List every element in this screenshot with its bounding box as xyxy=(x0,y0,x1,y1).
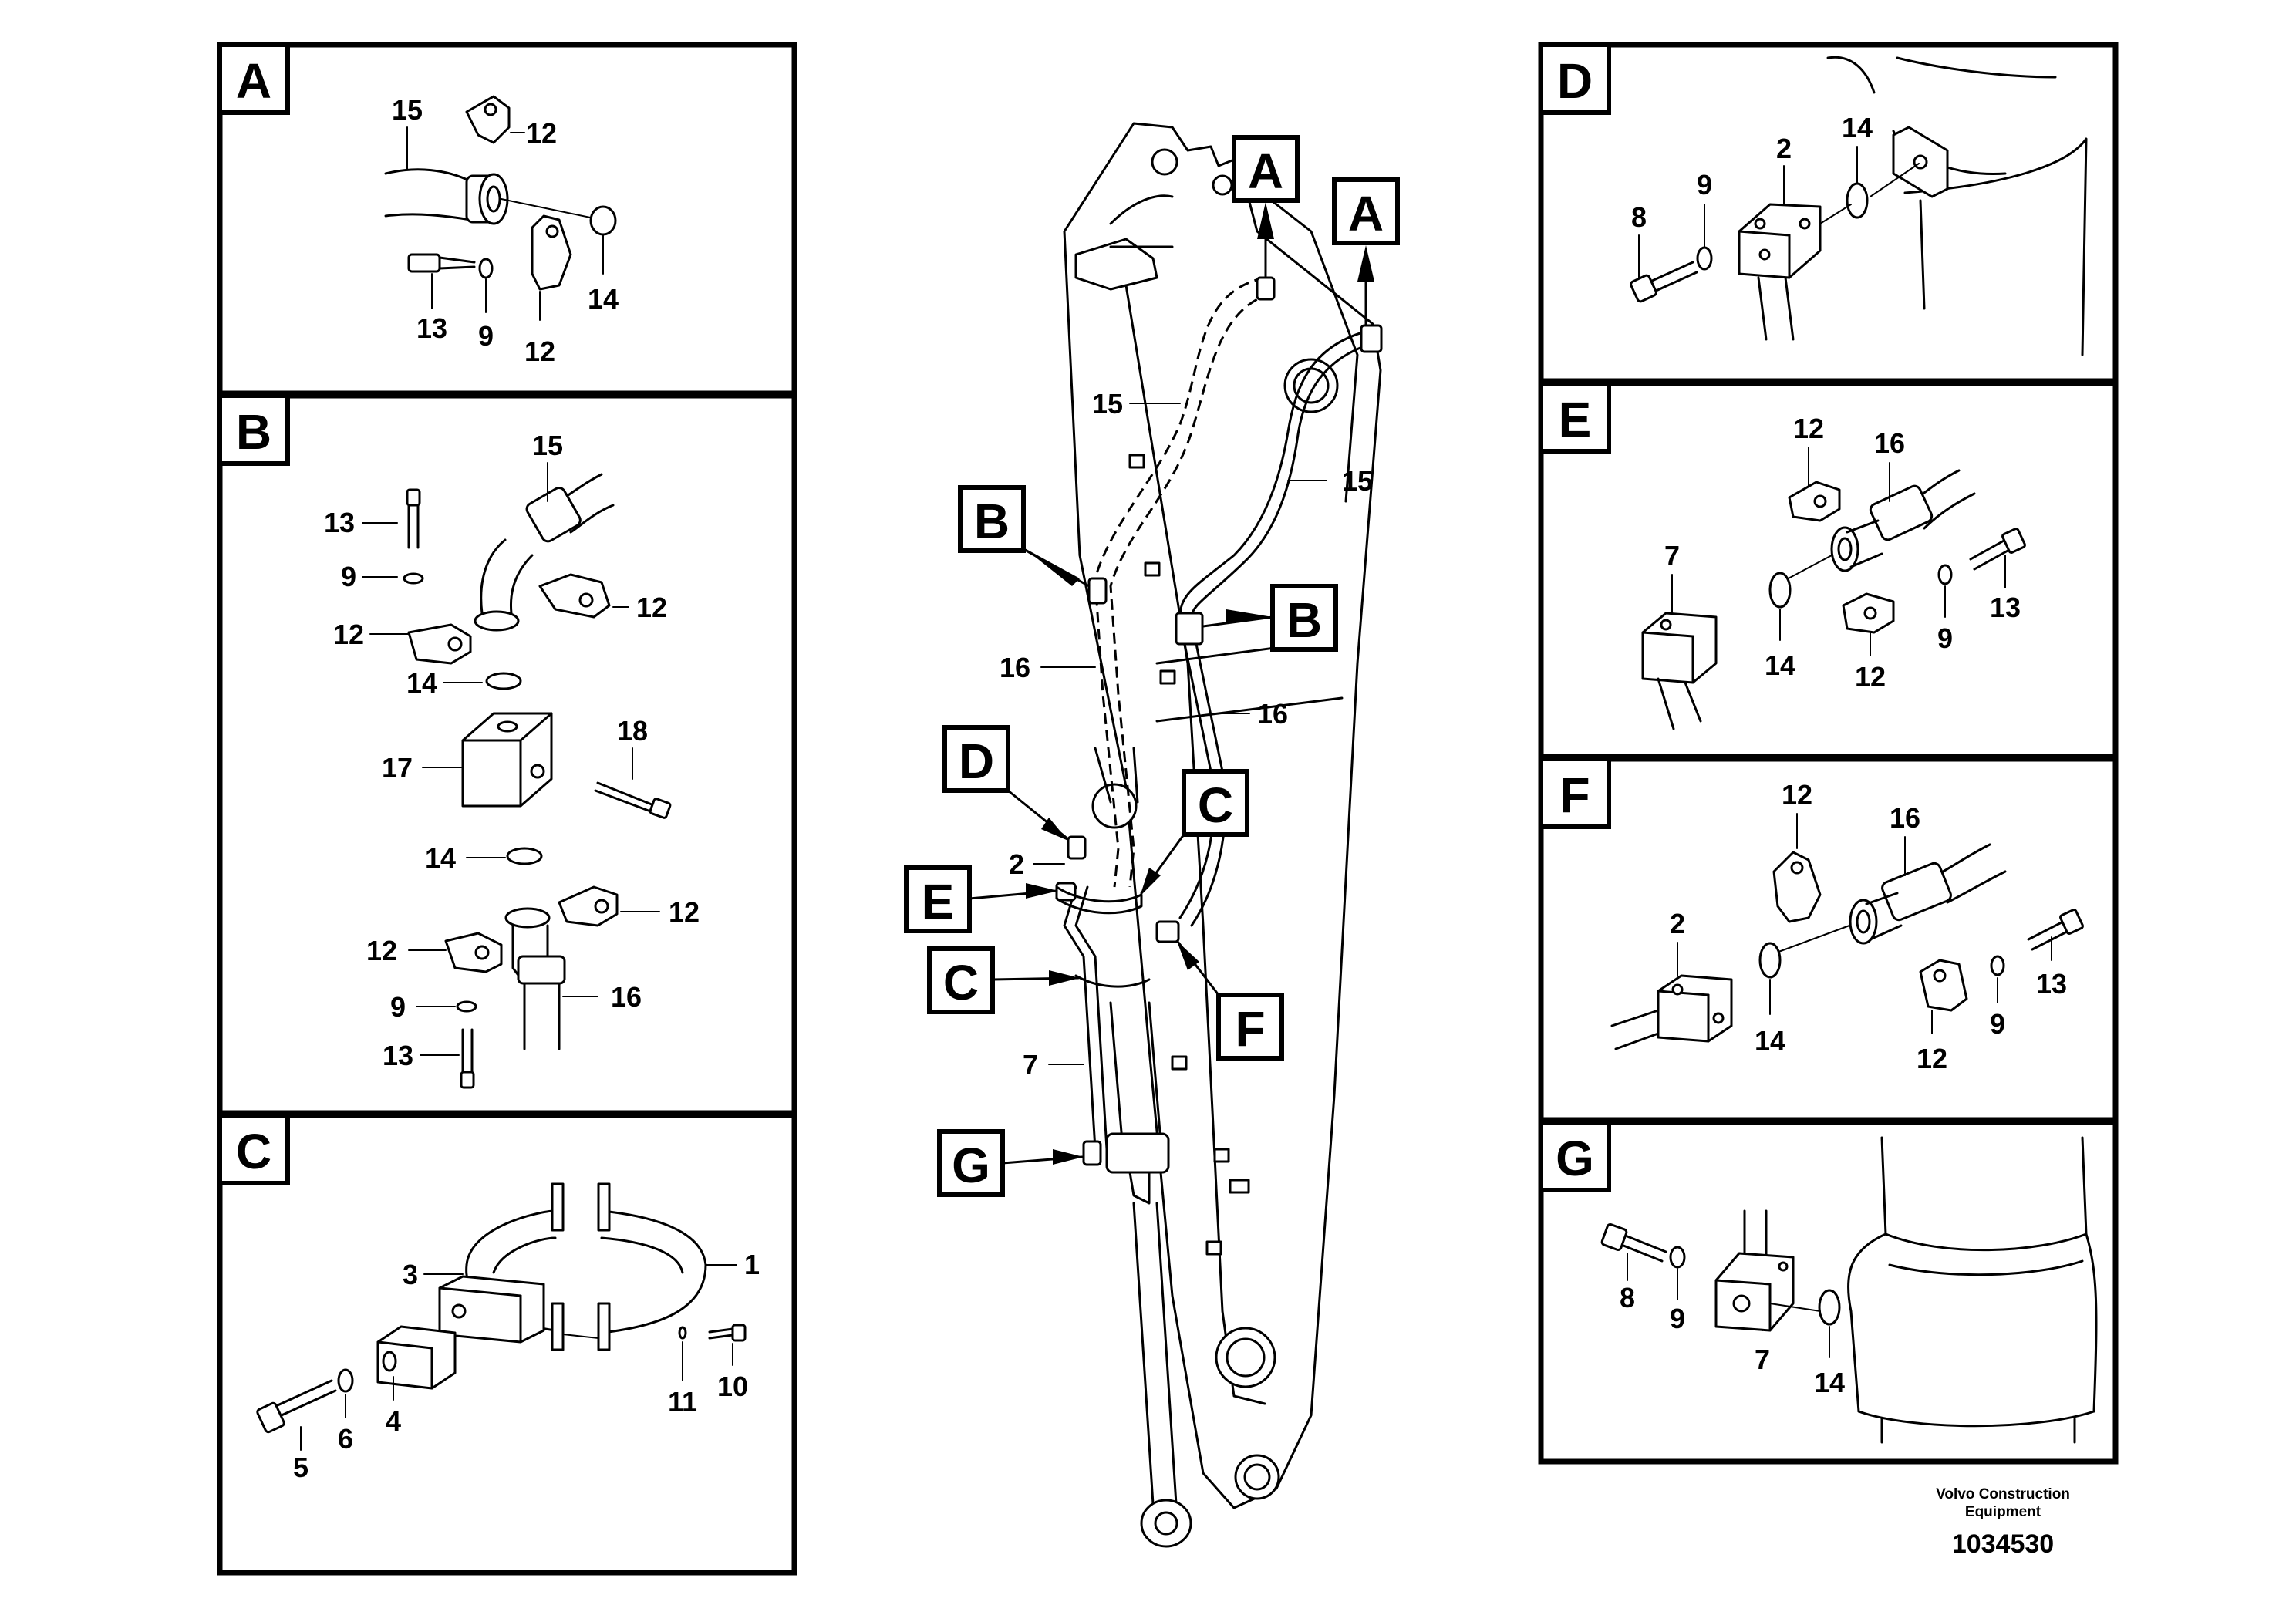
panel-e: E 12 16 7 13 14 xyxy=(1538,380,2119,760)
part-number: 14 xyxy=(1814,1367,1845,1398)
panel-b: B xyxy=(217,393,797,1116)
part-number: 7 xyxy=(1023,1049,1038,1081)
callout-a: A xyxy=(1248,143,1283,199)
callout-e: E xyxy=(922,874,955,929)
company-name: Volvo Construction xyxy=(1936,1486,2070,1502)
panel-e-label: E xyxy=(1559,392,1592,447)
part-number: 12 xyxy=(1782,779,1812,811)
part-number: 16 xyxy=(1874,427,1905,459)
boom-assembly: A A B B D C E C xyxy=(904,122,1400,1548)
part-number: 2 xyxy=(1670,908,1685,939)
panel-f-label: F xyxy=(1559,767,1590,823)
part-number: 15 xyxy=(1342,465,1373,497)
part-number: 16 xyxy=(1890,802,1920,834)
panel-f: F 12 16 2 13 14 xyxy=(1538,756,2119,1123)
part-number: 10 xyxy=(717,1371,748,1402)
panel-g: G 8 9 7 14 xyxy=(1538,1119,2119,1465)
part-number: 14 xyxy=(1765,649,1795,681)
panel-d: D 14 2 9 8 xyxy=(1538,42,2119,384)
part-number: 9 xyxy=(1670,1303,1685,1334)
callout-b: B xyxy=(1286,592,1322,648)
part-number: 9 xyxy=(390,991,406,1023)
part-number: 13 xyxy=(383,1040,413,1071)
part-number: 12 xyxy=(636,592,667,623)
part-number: 12 xyxy=(526,117,557,149)
callout-g: G xyxy=(952,1138,990,1193)
part-number: 9 xyxy=(341,561,356,592)
part-number: 15 xyxy=(392,94,423,126)
callout-f: F xyxy=(1235,1001,1265,1057)
panel-c: C 3 1 5 6 xyxy=(217,1112,797,1576)
part-number: 9 xyxy=(1990,1008,2005,1040)
part-number: 12 xyxy=(366,935,397,966)
part-number: 12 xyxy=(1793,413,1824,444)
part-number: 18 xyxy=(617,715,648,747)
part-number: 9 xyxy=(478,320,494,352)
callout-a: A xyxy=(1348,186,1384,241)
part-number: 16 xyxy=(1257,698,1288,730)
part-number: 4 xyxy=(386,1405,401,1437)
panel-a: A 15 12 14 13 9 12 xyxy=(217,42,797,396)
panel-b-label: B xyxy=(236,404,271,460)
part-number: 16 xyxy=(611,981,642,1013)
part-number: 3 xyxy=(403,1259,418,1290)
part-number: 9 xyxy=(1937,622,1953,654)
part-number: 13 xyxy=(324,507,355,538)
part-number: 13 xyxy=(2036,968,2067,1000)
part-number: 12 xyxy=(669,896,700,928)
part-number: 14 xyxy=(425,842,456,874)
part-number: 13 xyxy=(416,312,447,344)
part-number: 16 xyxy=(1000,652,1030,683)
part-number: 14 xyxy=(588,283,619,315)
part-number: 2 xyxy=(1776,133,1792,164)
panel-g-label: G xyxy=(1556,1131,1594,1186)
part-number: 6 xyxy=(338,1423,353,1455)
part-number: 12 xyxy=(1855,661,1886,693)
part-number: 17 xyxy=(382,752,413,784)
part-number: 15 xyxy=(532,430,563,461)
part-number: 7 xyxy=(1664,540,1680,572)
part-number: 5 xyxy=(293,1452,308,1483)
panel-a-label: A xyxy=(236,53,271,109)
part-number: 12 xyxy=(1917,1043,1947,1074)
part-number: 13 xyxy=(1990,592,2021,623)
company-name-line2: Equipment xyxy=(1965,1504,2041,1520)
callout-c: C xyxy=(1198,777,1233,833)
part-number: 14 xyxy=(406,667,437,699)
drawing-number: 1034530 xyxy=(1952,1529,2054,1559)
panel-c-label: C xyxy=(236,1124,271,1179)
part-number: 12 xyxy=(524,336,555,367)
part-number: 14 xyxy=(1755,1025,1785,1057)
callout-b: B xyxy=(974,494,1010,549)
part-number: 2 xyxy=(1009,848,1024,880)
part-number: 11 xyxy=(668,1386,697,1418)
part-number: 9 xyxy=(1697,169,1712,201)
panel-d-label: D xyxy=(1557,53,1593,109)
callout-c: C xyxy=(943,955,979,1010)
part-number: 7 xyxy=(1755,1344,1770,1375)
callout-d: D xyxy=(959,733,994,789)
part-number: 15 xyxy=(1092,388,1123,420)
part-number: 12 xyxy=(333,619,364,650)
part-number: 1 xyxy=(744,1249,760,1280)
part-number: 8 xyxy=(1631,201,1647,233)
part-number: 8 xyxy=(1620,1282,1635,1313)
part-number: 14 xyxy=(1842,112,1873,143)
title-block: Volvo Construction Equipment 1034530 xyxy=(1936,1486,2070,1559)
